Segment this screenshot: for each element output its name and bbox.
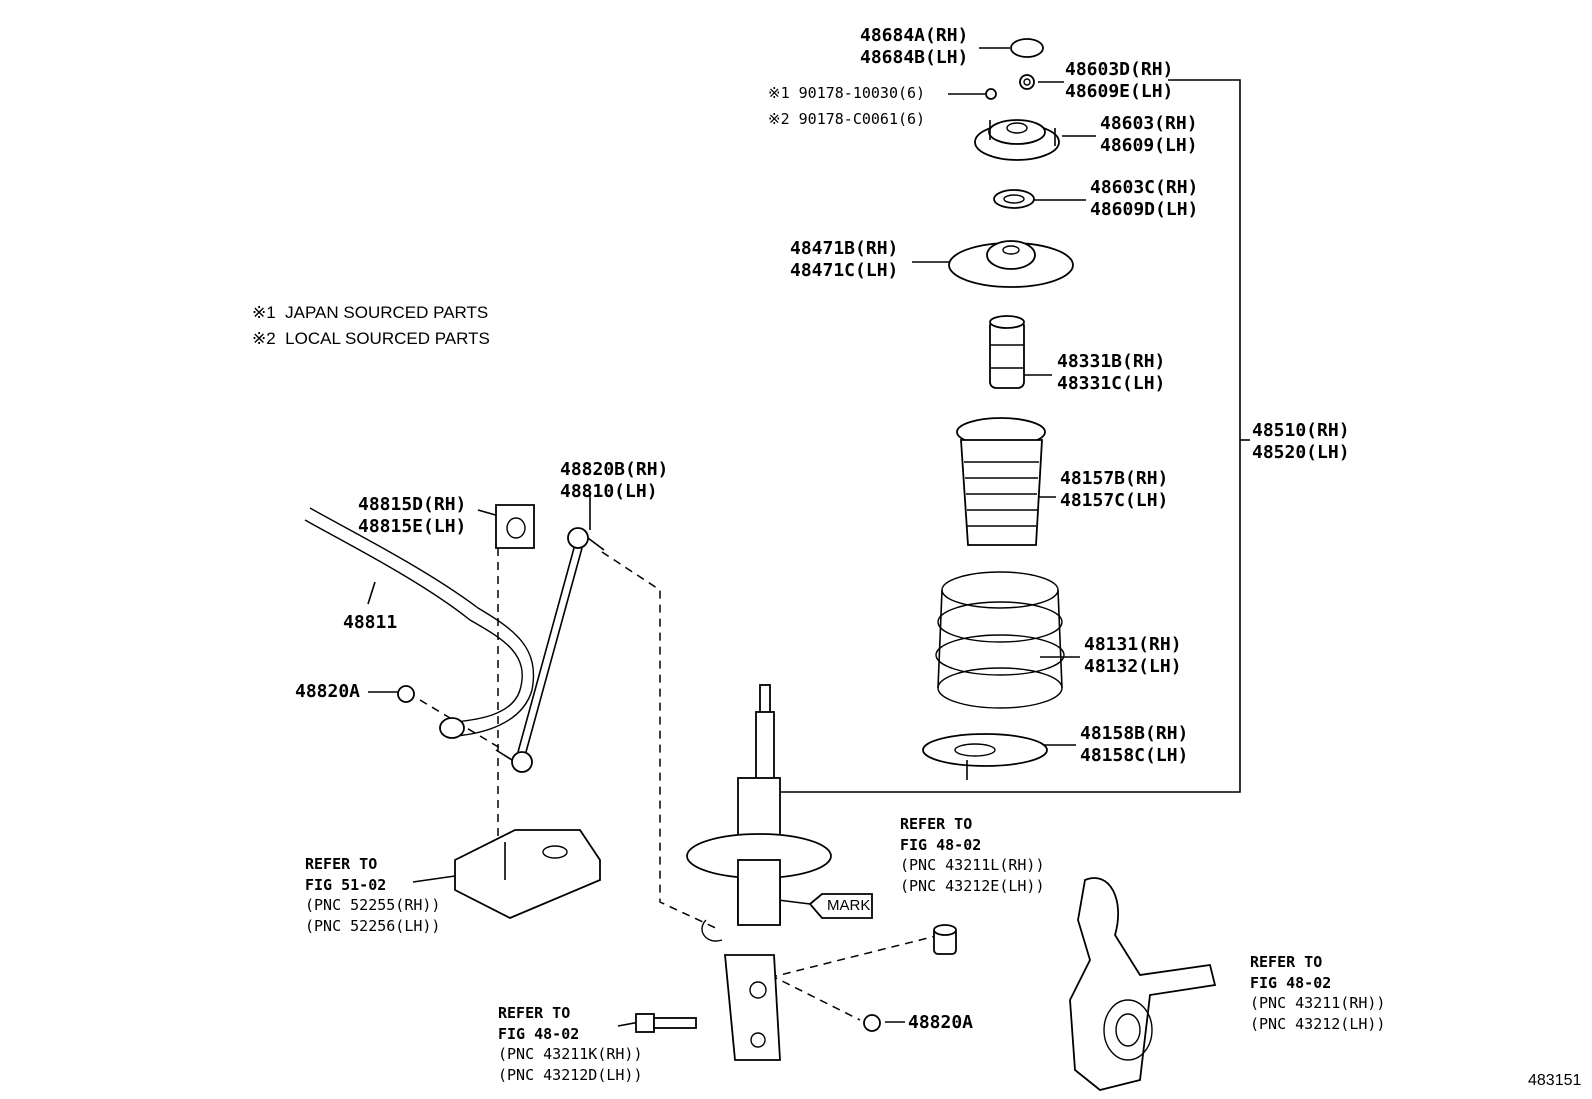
note-japan-sourced: ※1 JAPAN SOURCED PARTS — [252, 303, 489, 322]
refer-fig-51-02: REFER TO FIG 51-02 (PNC 52255(RH)) (PNC … — [305, 855, 441, 935]
label-48820a-bottom: 48820A — [908, 1012, 974, 1033]
figure-id: 483151 — [1528, 1072, 1582, 1089]
bracket-52255 — [454, 829, 601, 919]
label-48331: 48331B(RH) 48331C(LH) — [1057, 351, 1166, 394]
shock-bolt — [635, 1013, 697, 1033]
label-48603: 48603(RH) 48609(LH) — [1100, 113, 1198, 156]
mark-label: MARK — [827, 897, 871, 914]
refer-fig-48-02-bolt: REFER TO FIG 48-02 (PNC 43211K(RH)) (PNC… — [498, 1004, 643, 1084]
bearing-48603c — [993, 189, 1035, 209]
lower-insulator-48158 — [922, 733, 1048, 780]
label-48131: 48131(RH) 48132(LH) — [1084, 634, 1182, 677]
label-48603c: 48603C(RH) 48609D(LH) — [1090, 177, 1199, 220]
label-bolt-2: ※2 90178-C0061(6) — [768, 110, 926, 128]
label-48158: 48158B(RH) 48158C(LH) — [1080, 723, 1189, 766]
note-local-sourced: ※2 LOCAL SOURCED PARTS — [252, 329, 490, 348]
label-48811: 48811 — [343, 612, 398, 633]
nut-48820a-left — [397, 685, 415, 703]
cap-48684 — [1010, 38, 1044, 58]
stabilizer-bar-48811 — [304, 507, 535, 739]
upper-seat-48471 — [948, 240, 1074, 288]
label-48471: 48471B(RH) 48471C(LH) — [790, 238, 899, 281]
refer-fig-48-02-knuckle: REFER TO FIG 48-02 (PNC 43211(RH)) (PNC … — [1250, 953, 1386, 1033]
bushing-43211l — [933, 924, 957, 955]
refer-fig-48-02-bushing: REFER TO FIG 48-02 (PNC 43211L(RH)) (PNC… — [900, 815, 1045, 895]
label-48815: 48815D(RH) 48815E(LH) — [358, 494, 467, 537]
label-48603d: 48603D(RH) 48609E(LH) — [1065, 59, 1174, 102]
label-48820b: 48820B(RH) 48810(LH) — [560, 459, 669, 502]
nut-48603d — [1019, 74, 1035, 90]
label-48820a-left: 48820A — [295, 681, 361, 702]
steering-knuckle-43211 — [1069, 877, 1217, 1091]
stabilizer-bushing-48815 — [495, 504, 535, 549]
coil-spring-48131 — [935, 571, 1065, 709]
mark-callout-box — [808, 893, 873, 919]
shock-absorber — [686, 684, 832, 1061]
bump-stopper-48331 — [989, 315, 1025, 389]
dust-boot-48157 — [956, 417, 1046, 546]
nut-48820a-bottom — [863, 1014, 881, 1032]
upper-support-48603 — [974, 119, 1060, 161]
label-48510: 48510(RH) 48520(LH) — [1252, 420, 1350, 463]
label-48157: 48157B(RH) 48157C(LH) — [1060, 468, 1169, 511]
label-bolt-1: ※1 90178-10030(6) — [768, 84, 926, 102]
assembly-bracket-line — [778, 79, 1241, 793]
label-48684: 48684A(RH) 48684B(LH) — [860, 25, 969, 68]
bolt-90178 — [985, 88, 997, 100]
stabilizer-link-48820b — [495, 527, 605, 773]
